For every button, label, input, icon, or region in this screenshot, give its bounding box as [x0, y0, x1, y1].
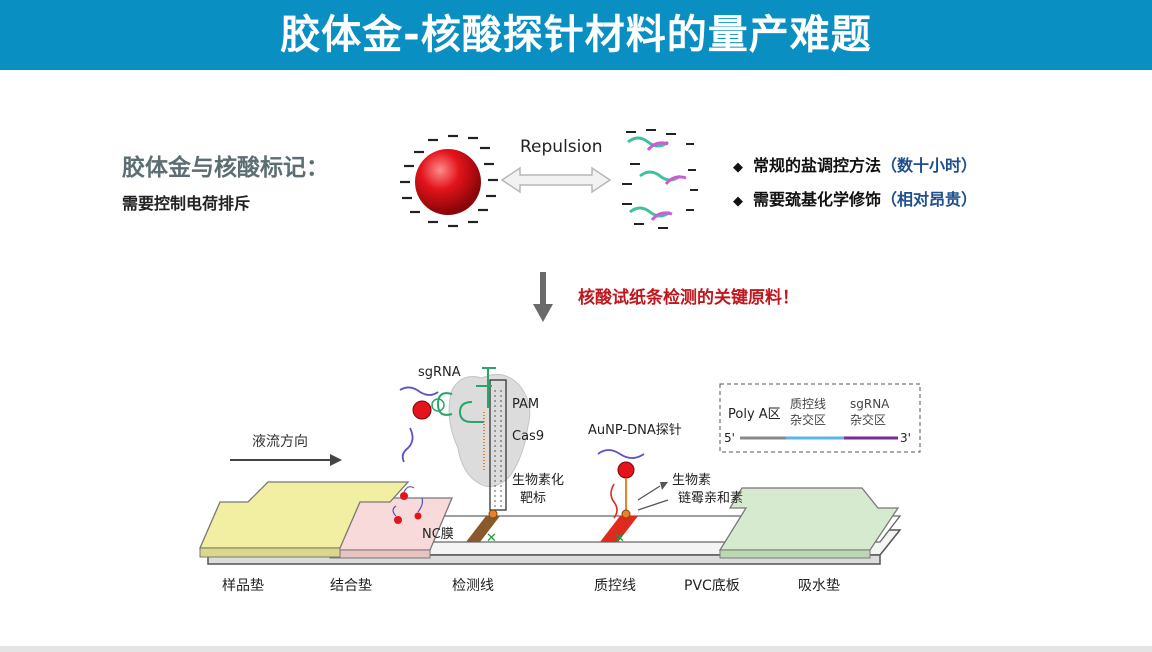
diamond-icon: ◆	[733, 194, 743, 209]
biotin-target-label-2: 靶标	[520, 491, 546, 506]
charge-marks-left	[400, 134, 498, 228]
sgrna-scaffold	[458, 367, 496, 423]
cas9-label: Cas9	[512, 429, 544, 444]
control-region-label-1: 质控线	[790, 397, 826, 411]
sgrna-label: sgRNA	[418, 365, 461, 380]
biotin-dot	[488, 509, 498, 519]
three-prime-label: 3'	[900, 431, 911, 445]
absorbent-pad-label: 吸水垫	[798, 578, 840, 594]
page-title: 胶体金-核酸探针材料的量产难题	[280, 12, 872, 58]
probe-label: AuNP-DNA探针	[588, 423, 682, 438]
test-line	[466, 516, 500, 542]
left-subtext: 需要控制电荷排斥	[122, 194, 251, 213]
biotin-label: 生物素	[672, 473, 711, 488]
gold-nanoparticle	[415, 149, 481, 215]
nc-membrane-label: NC膜	[422, 527, 454, 542]
aunp-probe	[617, 461, 635, 479]
sample-pad	[199, 481, 410, 549]
control-region-label-2: 杂交区	[790, 412, 826, 427]
aunp-on-cas9	[412, 400, 432, 420]
repulsion-label: Repulsion	[520, 137, 603, 157]
header-bar	[0, 0, 1152, 70]
left-heading: 胶体金与核酸标记：	[122, 155, 329, 181]
bullet-salt-method: ◆常规的盐调控方法（数十小时）	[733, 156, 978, 175]
probe-structure-box	[719, 383, 921, 453]
charge-marks-right	[622, 129, 698, 229]
streptavidin-mark-icon: ✕	[486, 531, 497, 546]
absorbent-pad	[718, 487, 900, 551]
flow-direction-label: 液流方向	[252, 434, 308, 450]
sgrna-region-label-2: 杂交区	[850, 412, 886, 427]
five-prime-label: 5'	[724, 431, 735, 445]
sample-pad-label: 样品垫	[222, 578, 264, 594]
polya-label: Poly A区	[728, 407, 781, 422]
footer-divider	[0, 646, 1152, 652]
down-arrow-icon	[533, 272, 553, 322]
pam-label: PAM	[512, 397, 539, 412]
target-duplex	[489, 379, 507, 511]
streptavidin-mark-icon: ✕	[614, 531, 625, 546]
streptavidin-label: 链霉亲和素	[678, 491, 743, 506]
biotin-target-label-1: 生物素化	[512, 473, 564, 488]
bullet-thiol-modification: ◆需要巯基化学修饰（相对昂贵）	[733, 190, 978, 209]
diamond-icon: ◆	[733, 160, 743, 175]
pvc-label: PVC底板	[684, 578, 740, 594]
conjugate-pad-label: 结合垫	[330, 578, 372, 594]
double-arrow	[500, 166, 612, 194]
dna-strands	[627, 136, 687, 221]
sgrna-region-label-1: sgRNA	[850, 397, 890, 411]
test-line-label: 检测线	[452, 578, 494, 594]
control-line	[600, 516, 638, 542]
lateral-flow-strip-diagram: 液流方向 sgRNA PAM Cas9 生物素化 靶标 ✕ AuNP-DNA探针…	[199, 365, 921, 594]
repulsion-illustration: Repulsion	[400, 129, 698, 229]
key-material-note: 核酸试纸条检测的关键原料！	[578, 288, 799, 308]
control-line-label: 质控线	[594, 578, 636, 594]
